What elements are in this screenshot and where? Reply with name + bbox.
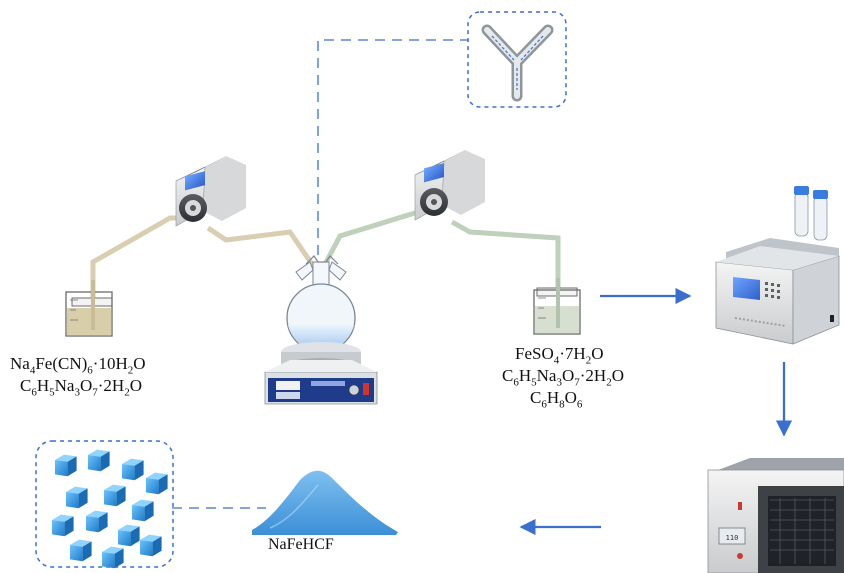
crystal-cube	[146, 472, 168, 495]
left-tubing	[90, 215, 319, 298]
centrifuge	[715, 186, 840, 345]
right-beaker	[533, 278, 581, 335]
crystal-cube	[52, 514, 74, 537]
crystal-cube	[88, 449, 110, 472]
right-reagent-line-3: C6H8O6	[530, 388, 583, 411]
crystal-cube	[122, 458, 144, 481]
y-junction-connector	[317, 39, 468, 255]
crystal-cube	[118, 524, 140, 547]
crystal-cube	[86, 510, 108, 533]
oven-display: 110	[726, 534, 739, 542]
centrifuge-tubes	[794, 186, 828, 241]
left-reagent-line-1: Na4Fe(CN)6·10H2O	[10, 354, 146, 377]
right-peristaltic-pump	[414, 150, 485, 221]
crystal-cube	[55, 454, 77, 477]
crystal-cubes	[52, 449, 168, 569]
drying-oven: 110	[707, 458, 844, 573]
crystal-cube	[102, 546, 124, 569]
crystal-cube	[66, 486, 88, 509]
magnetic-stirrer	[264, 342, 378, 405]
cube-crystal-inset	[35, 440, 174, 569]
left-beaker	[65, 280, 113, 337]
crystal-cube	[140, 534, 162, 557]
right-reagent-line-1: FeSO4·7H2O	[515, 344, 604, 367]
right-reagent-line-2: C6H5Na3O7·2H2O	[502, 366, 624, 389]
crystal-cube	[104, 484, 126, 507]
crystal-cube	[70, 539, 92, 562]
y-junction-inset	[467, 11, 567, 108]
left-peristaltic-pump	[175, 156, 246, 227]
nafehcf-powder	[252, 470, 398, 535]
crystal-cube	[132, 499, 154, 522]
left-reagent-line-2: C6H5Na3O7·2H2O	[20, 376, 142, 399]
right-tubing	[319, 209, 561, 296]
three-neck-flask	[286, 255, 356, 353]
product-label: NaFeHCF	[268, 536, 334, 553]
